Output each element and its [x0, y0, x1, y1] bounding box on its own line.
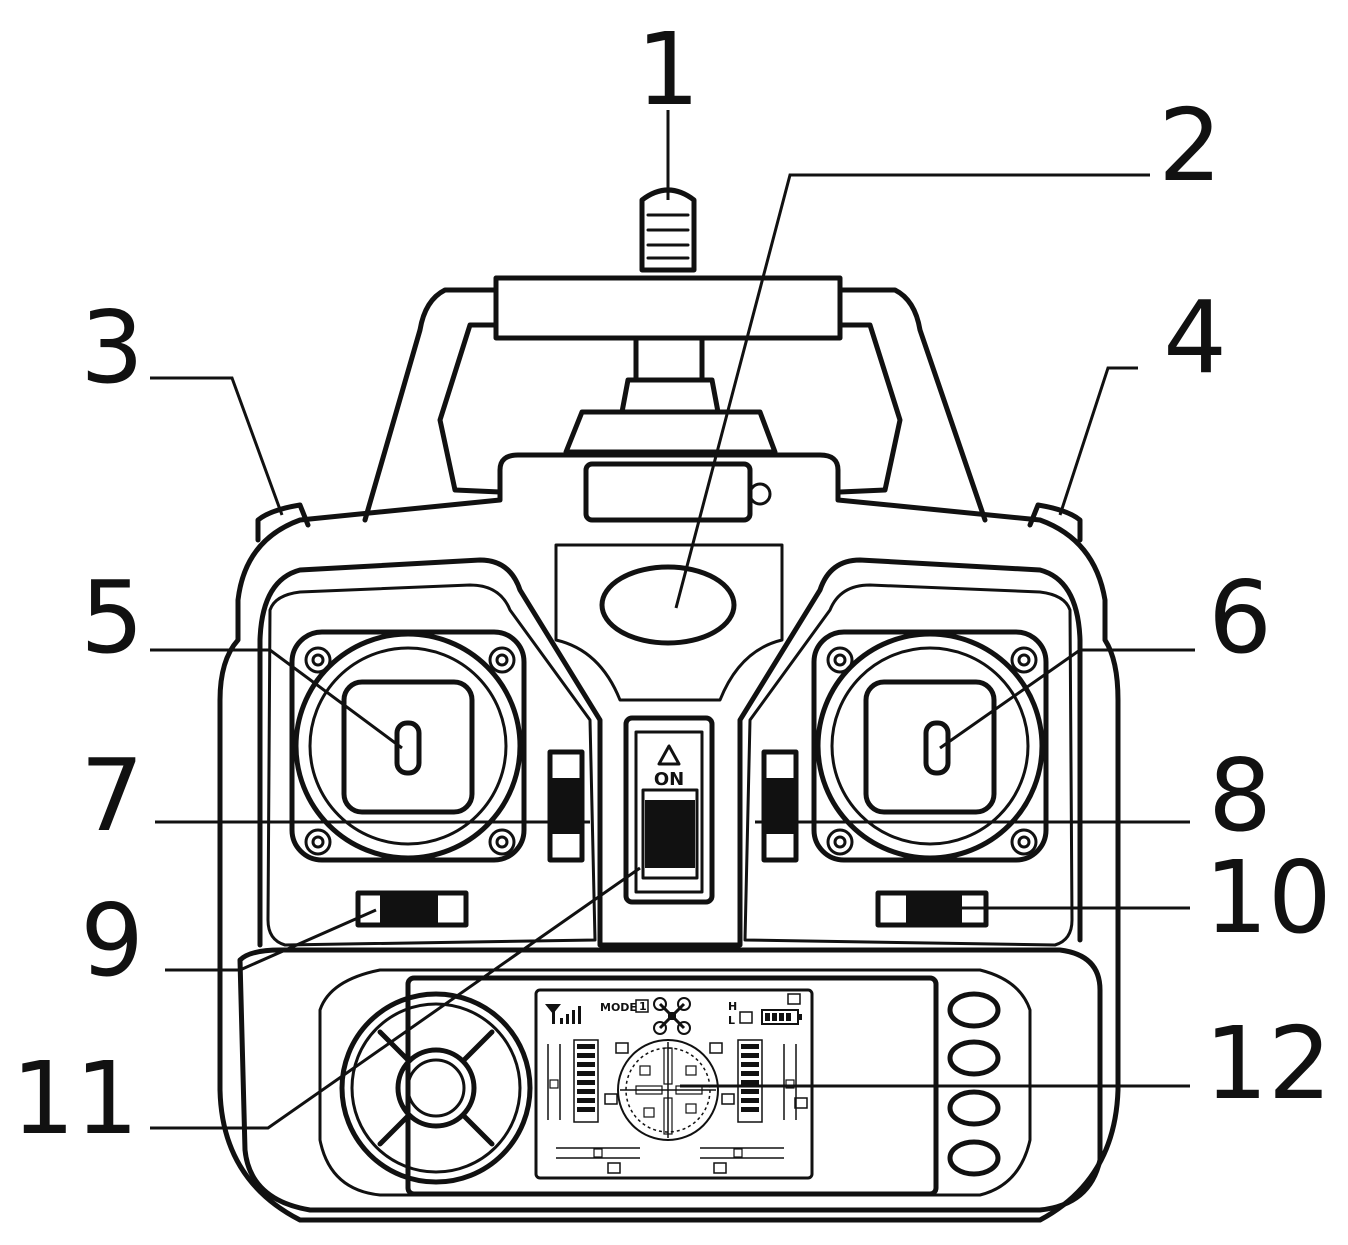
lcd-low-label: L [728, 1014, 735, 1027]
leader-11 [150, 866, 641, 1130]
side-button-2[interactable] [947, 1039, 1001, 1077]
warning-triangle-icon [657, 744, 681, 766]
callout-10: 10 [1204, 839, 1331, 956]
left-joystick[interactable] [289, 629, 527, 863]
callout-4: 4 [1163, 279, 1227, 396]
center-oval-indicator [599, 564, 737, 646]
callout-8: 8 [1208, 737, 1272, 854]
callout-12: 12 [1204, 1005, 1331, 1122]
callout-2: 2 [1158, 87, 1222, 204]
side-button-4[interactable] [947, 1139, 1001, 1177]
leader-9 [165, 908, 377, 972]
callout-6: 6 [1208, 559, 1272, 676]
attitude-indicator [617, 1039, 719, 1141]
leader-2 [674, 173, 1150, 609]
signal-strength-icon [545, 1004, 581, 1024]
throttle-level-bar-left [547, 1039, 599, 1123]
callout-11: 11 [11, 1040, 138, 1157]
callout-5: 5 [80, 559, 144, 676]
antenna [639, 187, 697, 273]
lcd-mode-value: 1 [639, 1000, 647, 1013]
callout-labels: 1 2 3 4 5 6 7 8 9 10 11 12 [11, 11, 1331, 1157]
bottom-trim-indicator-left [556, 1147, 640, 1174]
power-switch-label: ON [654, 769, 684, 790]
leader-6 [939, 648, 1195, 750]
right-vertical-trim[interactable] [761, 749, 799, 863]
leader-lines [150, 110, 1195, 1130]
side-button-3[interactable] [947, 1089, 1001, 1127]
leader-3 [150, 376, 284, 516]
lcd-high-label: H [728, 1000, 737, 1013]
directional-wheel[interactable] [339, 991, 533, 1185]
leader-4 [1058, 366, 1138, 516]
right-shoulder-button[interactable] [1027, 502, 1083, 543]
callout-3: 3 [80, 289, 144, 406]
callout-7: 7 [80, 737, 144, 854]
battery-icon [761, 1009, 802, 1025]
leader-5 [150, 648, 403, 750]
side-button-1[interactable] [947, 991, 1001, 1029]
left-vertical-trim[interactable] [547, 749, 585, 863]
callout-1: 1 [636, 11, 700, 128]
lcd-mode-text: MODE [600, 1001, 637, 1014]
controller-body [217, 452, 1121, 1223]
throttle-level-bar-right [737, 1039, 797, 1123]
left-horizontal-trim[interactable] [355, 890, 469, 928]
bottom-trim-indicator-right [700, 1147, 784, 1174]
callout-9: 9 [80, 882, 144, 999]
power-switch[interactable]: ON [623, 715, 715, 905]
left-shoulder-button[interactable] [255, 502, 311, 543]
carry-handle [362, 275, 988, 523]
drone-icon [653, 997, 691, 1035]
right-joystick[interactable] [811, 629, 1049, 863]
